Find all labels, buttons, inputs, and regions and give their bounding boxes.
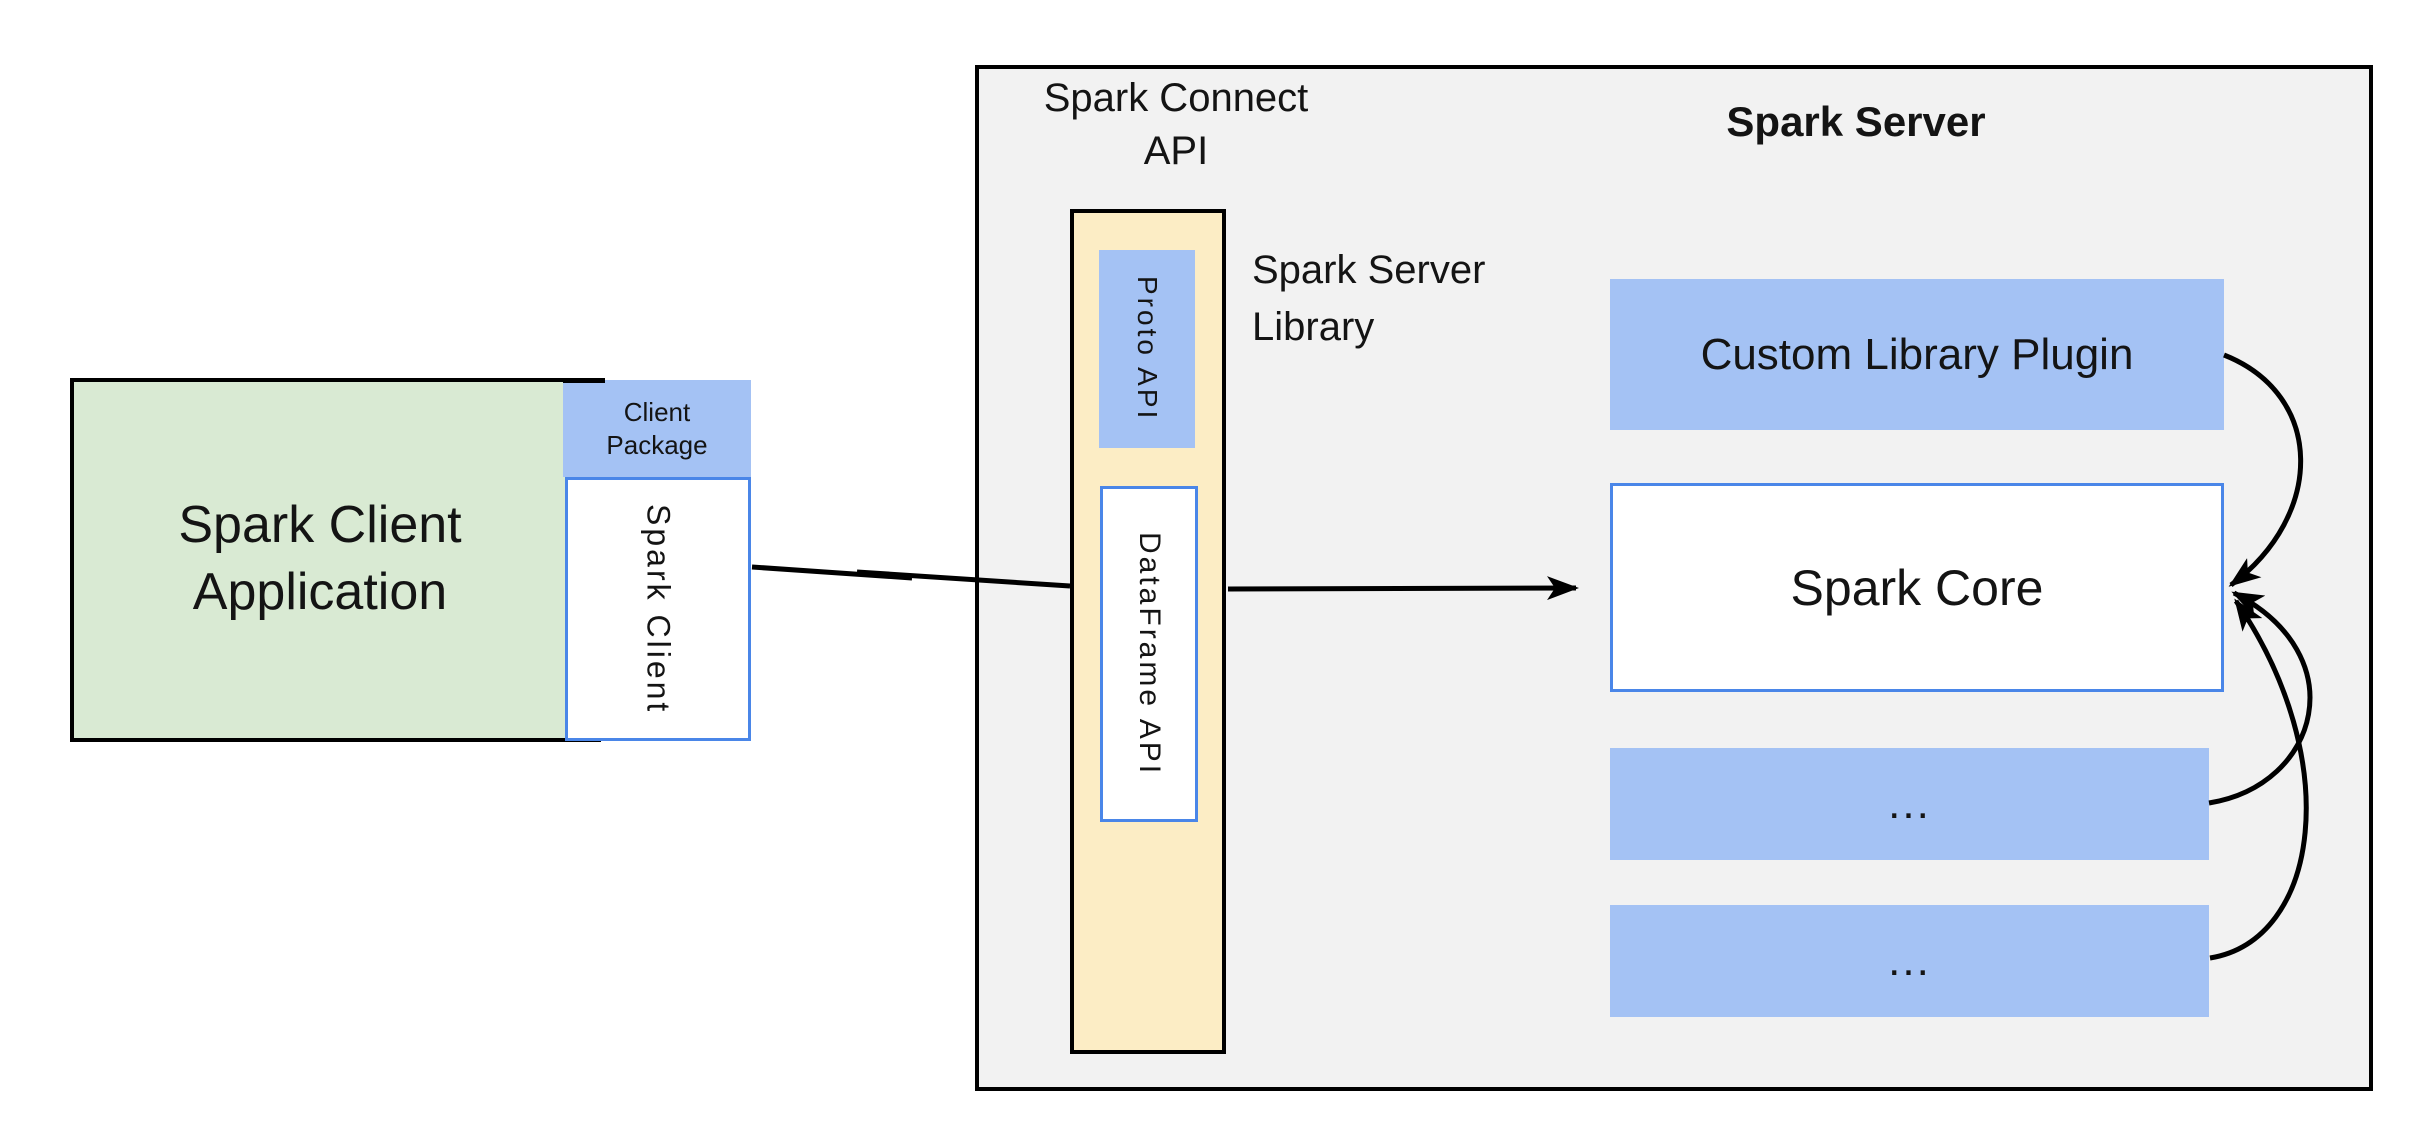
green-box-border-overlap <box>563 378 605 383</box>
spark-connect-api-label: Spark Connect API <box>1043 76 1309 173</box>
ellipsis-box-bottom: ... <box>1610 905 2209 1017</box>
spark-client-application-box <box>70 378 601 742</box>
spark-client-label: Spark Client <box>640 503 677 715</box>
client-package-box: Client Package <box>563 380 751 477</box>
ellipsis-top-label: ... <box>1888 779 1931 828</box>
dataframe-api-box: DataFrame API <box>1100 486 1198 822</box>
spark-client-box: Spark Client <box>565 477 751 741</box>
proto-api-box: Proto API <box>1099 250 1195 448</box>
spark-core-box: Spark Core <box>1610 483 2224 692</box>
spark-client-application-label: Spark Client Application <box>178 496 462 621</box>
spark-server-title: Spark Server <box>1726 98 1986 145</box>
dataframe-api-label: DataFrame API <box>1133 531 1166 777</box>
custom-library-plugin-label: Custom Library Plugin <box>1700 329 2134 379</box>
ellipsis-bottom-label: ... <box>1888 936 1931 985</box>
arrow-client-to-library-seg1 <box>751 564 913 581</box>
proto-api-label: Proto API <box>1132 276 1163 422</box>
spark-server-library-label: Spark Server Library <box>1252 248 1486 349</box>
ellipsis-box-top: ... <box>1610 748 2209 860</box>
spark-core-label: Spark Core <box>1790 559 2044 616</box>
client-package-label: Client Package <box>606 396 708 460</box>
custom-library-plugin-box: Custom Library Plugin <box>1610 279 2224 430</box>
